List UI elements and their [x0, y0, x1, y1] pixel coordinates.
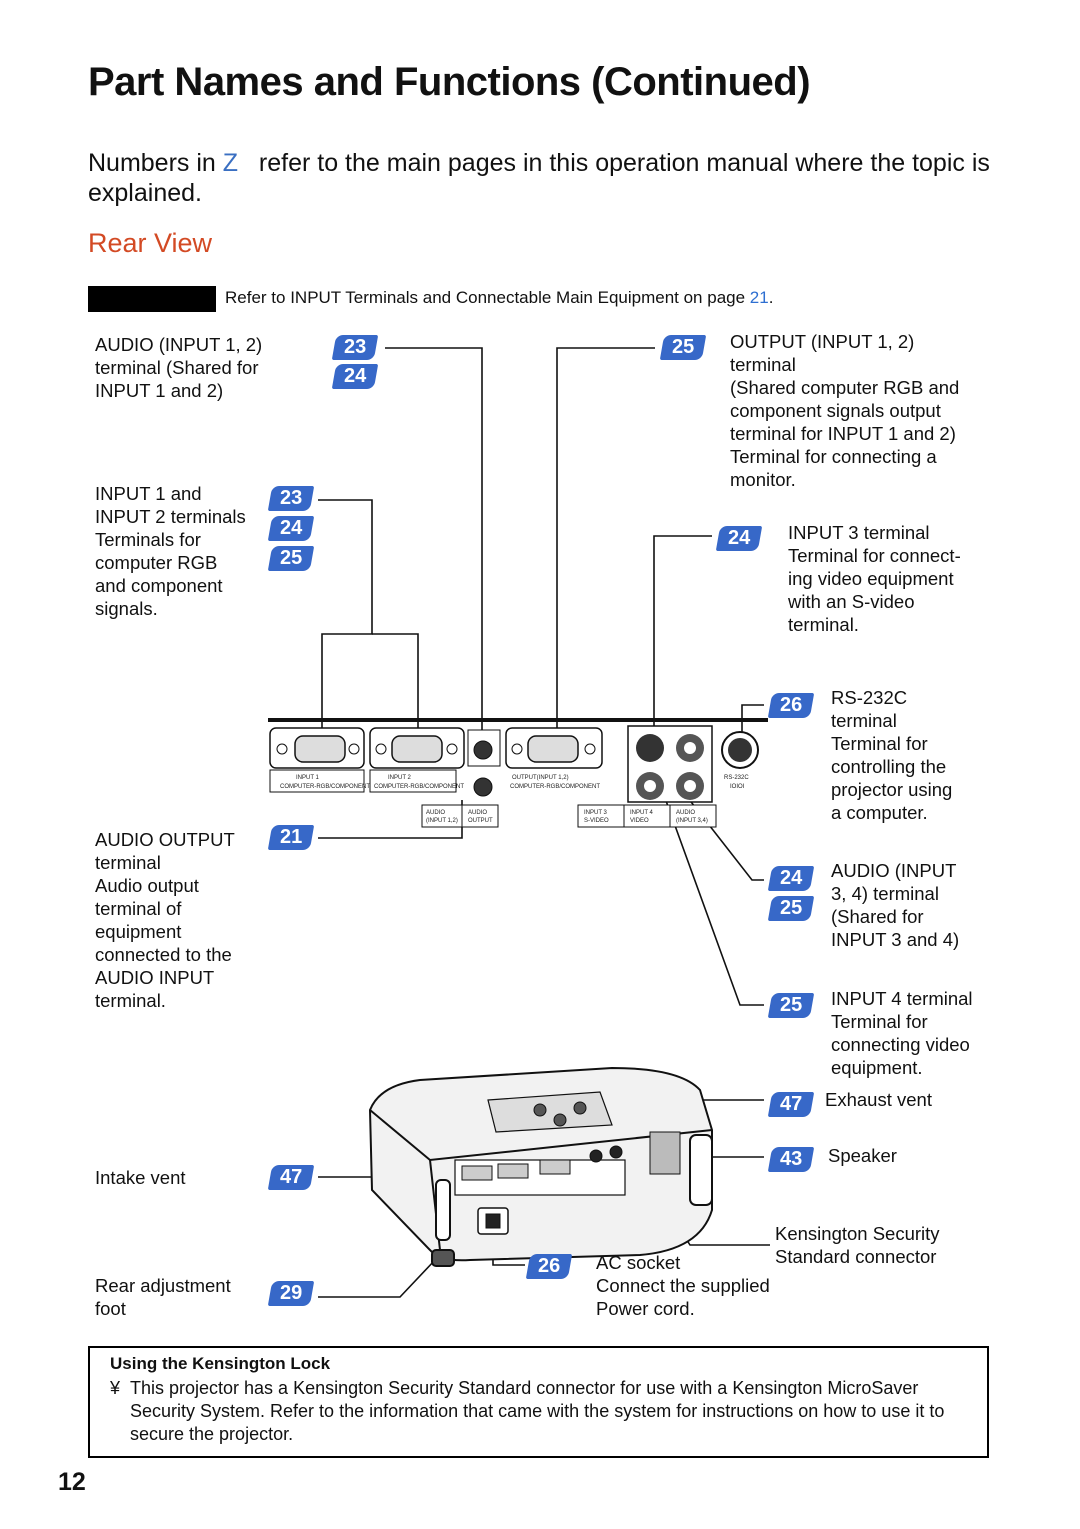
kensington-note-heading: Using the Kensington Lock — [110, 1354, 331, 1373]
bullet-icon: ¥ — [110, 1378, 121, 1398]
page-badge[interactable]: 43 — [767, 1147, 815, 1172]
note-text: Refer to INPUT Terminals and Connectable… — [225, 288, 773, 308]
panel-input4-label: INPUT 4 — [630, 810, 654, 816]
panel-output-sub: COMPUTER-RGB/COMPONENT — [510, 784, 600, 790]
note-label-block — [88, 286, 216, 312]
connector-panel — [268, 718, 768, 828]
page-badge[interactable]: 24 — [767, 866, 815, 891]
panel-rs232-symbol: IOIOI — [730, 784, 745, 790]
page-badge[interactable]: 47 — [267, 1165, 315, 1190]
leader-input12-a — [318, 499, 373, 735]
page-badge[interactable]: 26 — [525, 1254, 573, 1279]
panel-audio34-label: AUDIO — [676, 810, 695, 816]
panel-output-label: OUTPUT(INPUT 1,2) — [512, 775, 569, 781]
leader-output — [556, 347, 655, 740]
projector-illustration — [368, 1066, 713, 1267]
leader-input12-b — [372, 633, 419, 735]
page-number: 12 — [58, 1468, 86, 1496]
panel-input1-label: INPUT 1 — [296, 775, 320, 781]
page-badge[interactable]: 25 — [659, 335, 707, 360]
note-page-link[interactable]: 21 — [749, 288, 769, 307]
kensington-note-box — [88, 1346, 989, 1458]
note-period: . — [768, 288, 774, 307]
panel-input3-label: INPUT 3 — [584, 810, 608, 816]
page-badge[interactable]: 21 — [267, 825, 315, 850]
section-heading: Rear View — [88, 228, 213, 258]
page-badge[interactable]: 25 — [767, 993, 815, 1018]
panel-audio-out-sub: OUTPUT — [468, 818, 493, 824]
kensington-note-body: ¥ This projector has a Kensington Securi… — [110, 1377, 970, 1446]
page-badge[interactable]: 29 — [267, 1281, 315, 1306]
intro-part-b: refer to the main pages in this operatio… — [88, 149, 990, 207]
label-exhaust-vent: Exhaust vent — [825, 1089, 932, 1110]
panel-audio-in-label: AUDIO — [426, 810, 445, 816]
panel-input4-sub: VIDEO — [630, 818, 649, 824]
page-badge[interactable]: 24 — [267, 516, 315, 541]
leader-rs232 — [741, 704, 764, 740]
page-badge[interactable]: 47 — [767, 1092, 815, 1117]
panel-audio34-sub: (INPUT 3,4) — [676, 818, 708, 824]
label-intake-vent: Intake vent — [95, 1167, 186, 1188]
leader-foot — [318, 1259, 436, 1298]
intro-part-a: Numbers in — [88, 149, 216, 177]
kensington-note-text: This projector has a Kensington Security… — [130, 1378, 945, 1444]
page-badge[interactable]: 26 — [767, 693, 815, 718]
intro-text: Numbers in Z refer to the main pages in … — [88, 148, 1008, 208]
panel-audio-in-sub: (INPUT 1,2) — [426, 818, 458, 824]
label-output-terminal: OUTPUT (INPUT 1, 2)terminal(Shared compu… — [730, 331, 960, 490]
page-badge[interactable]: 23 — [267, 486, 315, 511]
page-title: Part Names and Functions (Continued) — [88, 60, 811, 104]
panel-input3-sub: S-VIDEO — [584, 818, 609, 824]
page-badge[interactable]: 25 — [267, 546, 315, 571]
panel-input1-sub: COMPUTER-RGB/COMPONENT — [280, 784, 370, 790]
leader-audio-in — [385, 347, 483, 740]
panel-rs232-label: RS-232C — [724, 775, 749, 781]
page-badge[interactable]: 25 — [767, 896, 815, 921]
panel-audio-out-label: AUDIO — [468, 810, 487, 816]
leader-input3 — [653, 535, 712, 745]
panel-input2-sub: COMPUTER-RGB/COMPONENT — [374, 784, 464, 790]
panel-input2-label: INPUT 2 — [388, 775, 412, 781]
page-badge[interactable]: 24 — [331, 364, 379, 389]
page-reference-symbol: Z — [222, 149, 239, 177]
page-badge[interactable]: 24 — [715, 526, 763, 551]
leader-input4 — [664, 797, 764, 1006]
label-speaker: Speaker — [828, 1145, 897, 1166]
note-body: Refer to INPUT Terminals and Connectable… — [225, 288, 746, 307]
page-badge[interactable]: 23 — [331, 335, 379, 360]
